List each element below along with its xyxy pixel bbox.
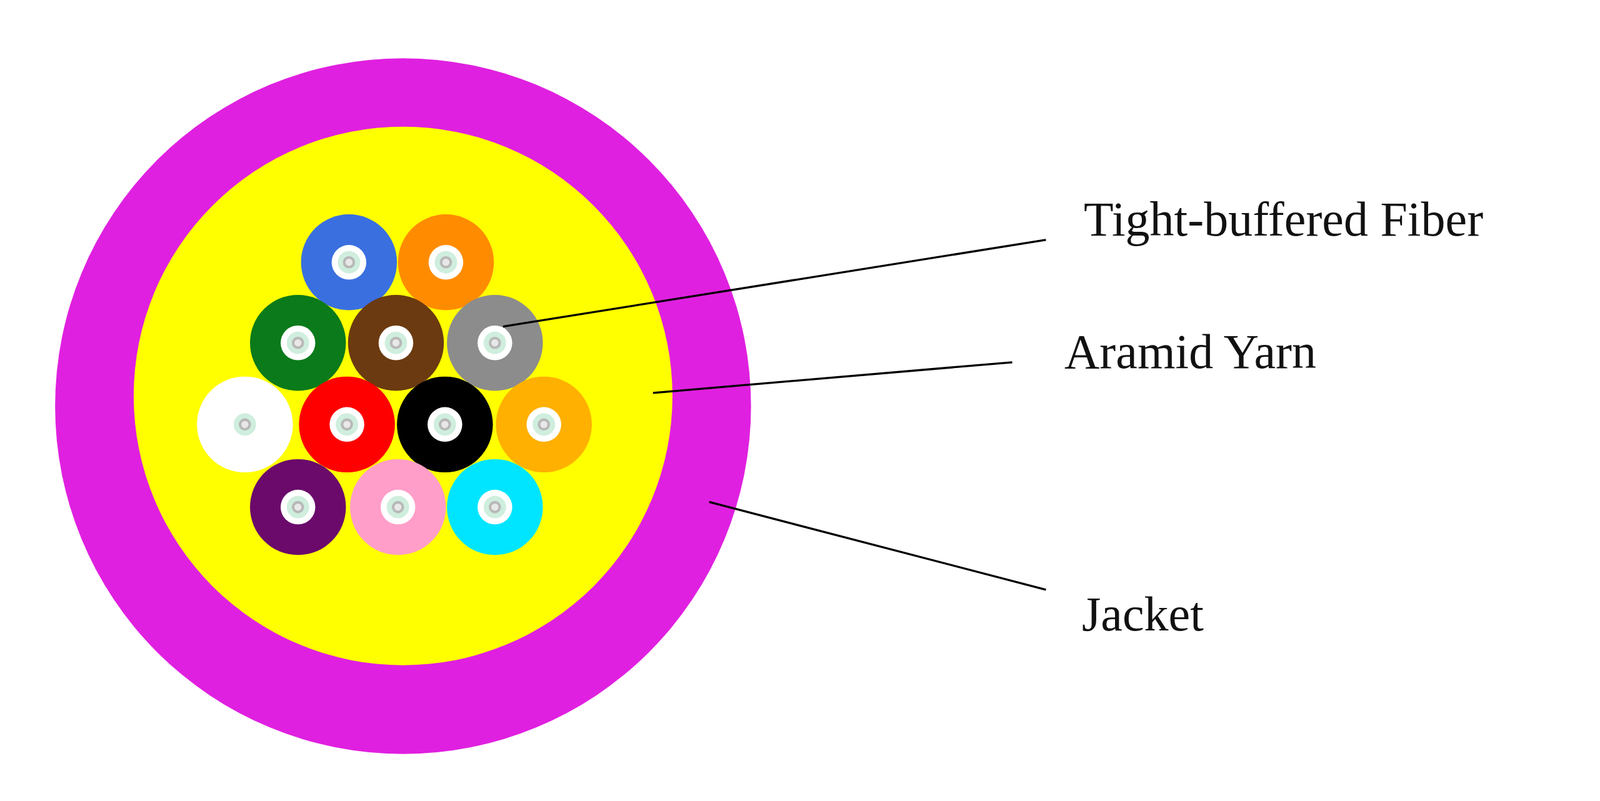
aramid-yarn bbox=[133, 126, 673, 666]
jacket-label: Jacket bbox=[1081, 587, 1204, 642]
fiber-label: Tight-buffered Fiber bbox=[1083, 192, 1484, 247]
yarn-label: Aramid Yarn bbox=[1064, 325, 1317, 379]
jacket bbox=[55, 58, 751, 754]
fibers bbox=[196, 214, 592, 555]
leader-lines bbox=[503, 240, 1047, 590]
